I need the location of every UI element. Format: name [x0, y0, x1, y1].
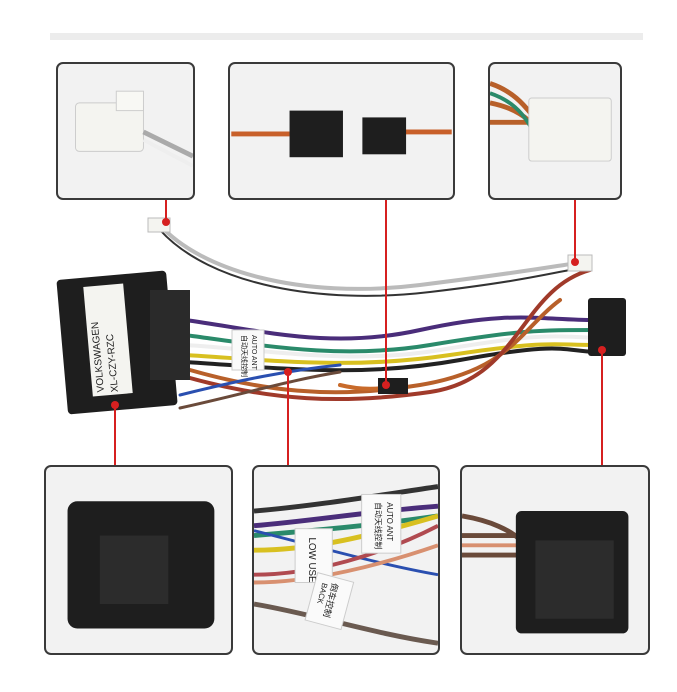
- detail-white-connector-16pin: [488, 62, 622, 200]
- wire-bundle: [158, 223, 597, 410]
- detail-vw-quadlock-connector: [44, 465, 233, 655]
- detail-antenna-connector: [228, 62, 455, 200]
- callout-lines: [114, 200, 603, 465]
- tag-low-use: LOW USE: [294, 528, 333, 583]
- detail-iso-connector: [460, 465, 650, 655]
- tag-text-en: AUTO ANT: [250, 335, 257, 371]
- detail-wire-tags: 自动天线控制 AUTO ANT LOW USE 倒车控制 BACK: [252, 465, 440, 655]
- wire-tag-auto-ant: 自动天线控制 AUTO ANT: [231, 329, 265, 377]
- vw-main-connector: VOLKSWAGEN XL-CZY-RZC: [56, 270, 190, 415]
- detail-white-connector-small: [56, 62, 195, 200]
- top-divider-bar: [50, 33, 643, 40]
- tag-text-cn: 自动天线控制: [240, 335, 249, 377]
- tag-back: 倒车控制 BACK: [304, 572, 355, 631]
- harness-label-line2: XL-CZY-RZC: [105, 333, 121, 392]
- tag-text-cn: 自动天线控制: [373, 502, 383, 549]
- tag-auto-ant: 自动天线控制 AUTO ANT: [361, 493, 402, 554]
- tag-text-en: AUTO ANT: [385, 502, 394, 541]
- tag-text-low-use: LOW USE: [306, 537, 317, 583]
- callout-dots: [111, 218, 606, 409]
- iso-connector-black: [588, 298, 626, 356]
